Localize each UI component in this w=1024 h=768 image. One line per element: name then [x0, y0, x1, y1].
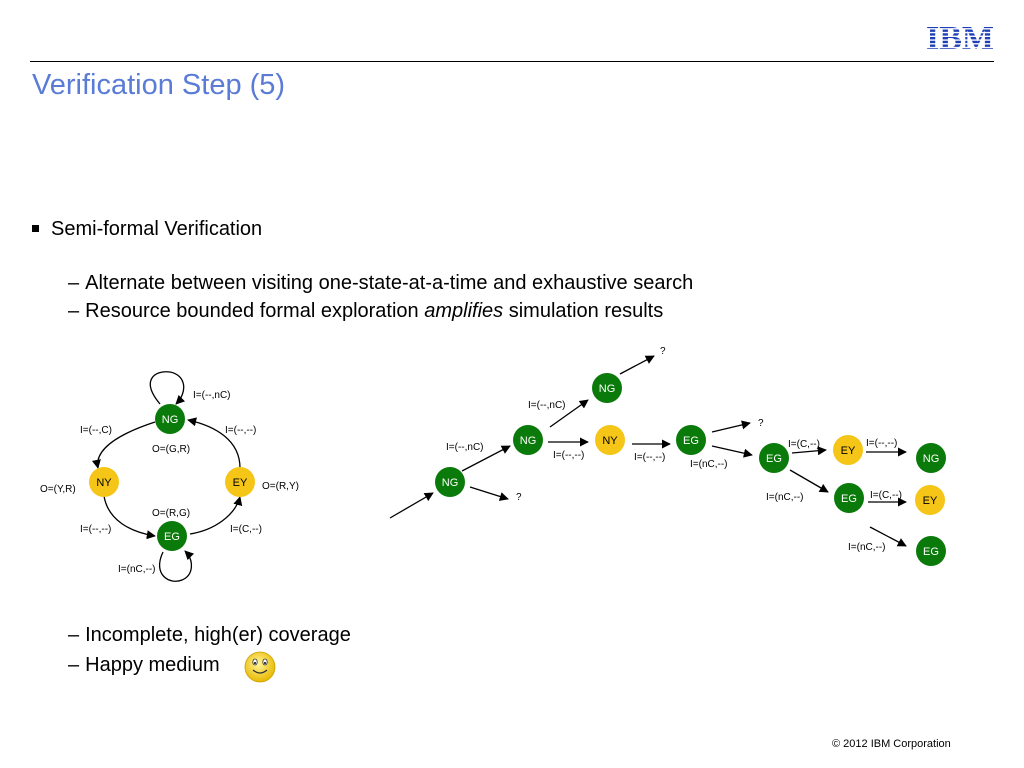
label-eg-output: O=(R,G) [152, 508, 190, 519]
svg-text:NG: NG [599, 383, 616, 395]
svg-text:NY: NY [96, 477, 112, 489]
edge-ny-to-eg [103, 495, 156, 540]
node-ey2: EY [915, 485, 945, 515]
edge-eg-to-ey [189, 496, 243, 535]
label-ny-to-eg: I=(--,--) [80, 524, 111, 535]
state-machine-diagram: NG NY EY EG I=(--,nC) O=(G,R) I=(--,C) I… [40, 371, 299, 582]
label-root-to-ng1: I=(--,nC) [446, 442, 484, 453]
sub-item-alternate: –Alternate between visiting one-state-at… [68, 272, 694, 294]
edge-eg1-to-unknown [711, 420, 751, 433]
node-ey1: EY [833, 435, 863, 465]
svg-text:NY: NY [602, 435, 618, 447]
svg-text:EY: EY [233, 477, 248, 489]
ibm-logo: IBM [926, 22, 994, 52]
edge-ng-to-ny [91, 421, 156, 469]
node-eg3: EG [834, 483, 864, 513]
label-ng-output: O=(G,R) [152, 444, 190, 455]
edge-eg2-to-ey1 [791, 446, 827, 456]
node-ng1: NG [513, 425, 543, 455]
node-root-ng: NG [435, 467, 465, 497]
edge-ey-to-ng [187, 417, 241, 469]
node-ng-end: NG [916, 443, 946, 473]
label-eg2-to-ey: I=(C,--) [788, 439, 820, 450]
state-eg: EG [157, 521, 187, 551]
node-ng-top: NG [592, 373, 622, 403]
edge-root-to-unknown [469, 486, 509, 501]
label-ny-output: O=(Y,R) [40, 484, 76, 495]
svg-text:EG: EG [683, 435, 699, 447]
state-ey: EY [225, 467, 255, 497]
state-ng: NG [155, 404, 185, 434]
label-ny-to-eg: I=(--,--) [634, 452, 665, 463]
label-unknown-root: ? [516, 492, 522, 503]
node-eg1: EG [676, 425, 706, 455]
svg-text:NG: NG [442, 477, 459, 489]
svg-text:NG: NG [520, 435, 537, 447]
title-divider [30, 61, 994, 62]
svg-text:EY: EY [923, 495, 938, 507]
label-unknown-eg1: ? [758, 418, 764, 429]
label-ng1-to-top: I=(--,nC) [528, 400, 566, 411]
node-ny1: NY [595, 425, 625, 455]
edge-ng1-to-top [549, 399, 589, 428]
sub-item-resource-bounded: –Resource bounded formal exploration amp… [68, 300, 664, 322]
node-eg2: EG [759, 443, 789, 473]
sub-item-happy-medium: –Happy medium [68, 654, 220, 676]
svg-text:NG: NG [923, 453, 940, 465]
exploration-diagram: NG NG NG NY EG EG EY NG [389, 346, 946, 566]
node-eg-end: EG [916, 536, 946, 566]
edge-top-to-unknown [619, 355, 655, 375]
label-eg3-to-ey: I=(C,--) [870, 490, 902, 501]
ibm-logo-text: IBM [926, 22, 994, 52]
edge-to-eg-end [869, 526, 907, 547]
svg-text:EY: EY [841, 445, 856, 457]
bullet-text: Semi-formal Verification [51, 218, 263, 240]
svg-text:EG: EG [766, 453, 782, 465]
label-eg1-to-eg2: I=(nC,--) [690, 459, 728, 470]
label-ey-to-ng: I=(--,--) [866, 438, 897, 449]
edge-eg2-to-eg3 [789, 469, 829, 493]
label-eg-self: I=(nC,--) [118, 564, 156, 575]
svg-text:EG: EG [164, 531, 180, 543]
edge-into-root [389, 492, 434, 519]
label-eg-to-ey: I=(C,--) [230, 524, 262, 535]
svg-text:NG: NG [162, 414, 179, 426]
edge-ng-self-loop [149, 371, 186, 405]
label-ey-output: O=(R,Y) [262, 481, 299, 492]
label-eg2-to-eg3: I=(nC,--) [766, 492, 804, 503]
sub-item-incomplete: –Incomplete, high(er) coverage [68, 624, 351, 646]
edge-eg-self-loop [158, 550, 195, 582]
edge-eg1-to-eg2 [711, 445, 753, 458]
label-to-eg-end: I=(nC,--) [848, 542, 886, 553]
label-ng-self: I=(--,nC) [193, 390, 231, 401]
svg-text:EG: EG [841, 493, 857, 505]
label-ey-to-ng: I=(--,--) [225, 425, 256, 436]
label-ng-to-ny: I=(--,C) [80, 425, 112, 436]
state-ny: NY [89, 467, 119, 497]
edge-root-to-ng1 [461, 445, 511, 472]
label-unknown-top: ? [660, 346, 666, 357]
label-ng1-to-ny: I=(--,--) [553, 450, 584, 461]
bullet-semi-formal: Semi-formal Verification [32, 218, 262, 241]
amplifies-word: amplifies [424, 300, 504, 322]
svg-text:EG: EG [923, 546, 939, 558]
smiley-face-icon [244, 651, 276, 683]
bullet-square-icon [32, 225, 39, 232]
page-title: Verification Step (5) [32, 69, 286, 101]
footer-copyright: © 2012 IBM Corporation [832, 738, 951, 750]
